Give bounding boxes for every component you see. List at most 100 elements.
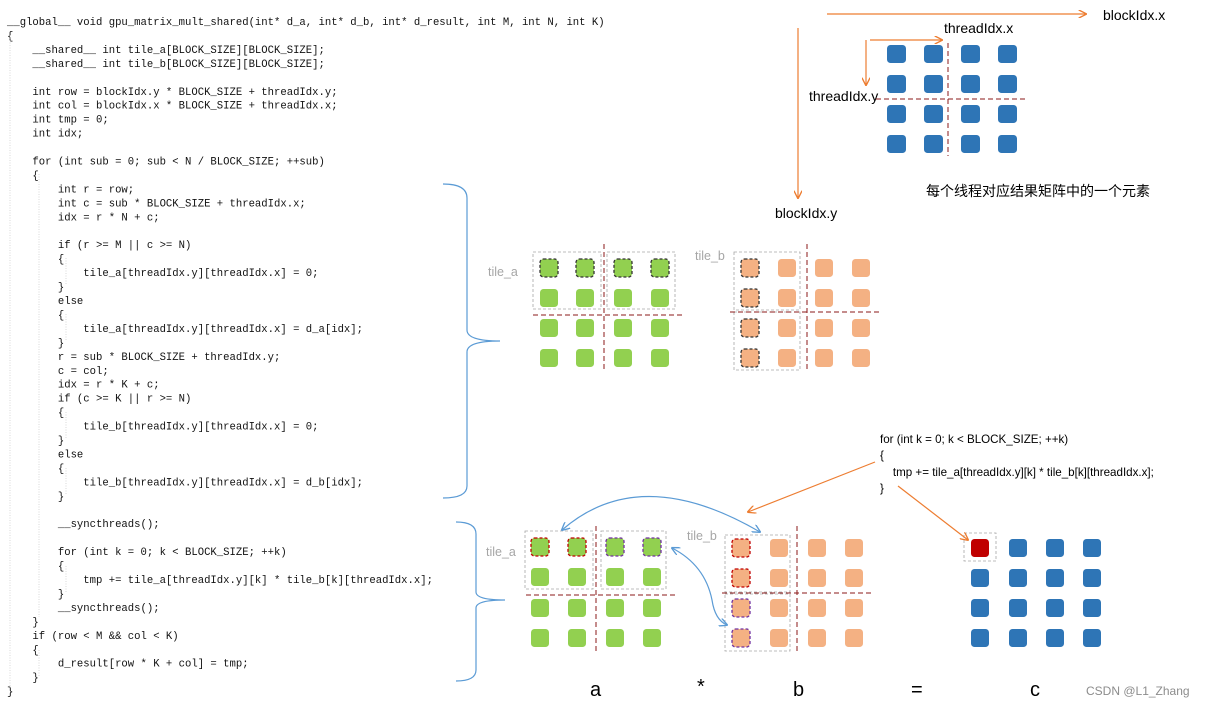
code-line: { xyxy=(7,31,13,43)
a-compute-cell xyxy=(568,629,586,647)
blue-arc-arrow-side xyxy=(672,548,727,625)
a-compute-cell xyxy=(606,629,624,647)
b-load-cell xyxy=(740,288,760,308)
b-load-cell xyxy=(740,258,760,278)
c-cell xyxy=(971,539,989,557)
code-line: tile_b[threadIdx.y][threadIdx.x] = 0; xyxy=(7,422,319,434)
b-load-cell xyxy=(815,319,833,337)
a-compute-cell xyxy=(642,537,662,557)
code-line: for (int sub = 0; sub < N / BLOCK_SIZE; … xyxy=(7,157,325,169)
c-cell xyxy=(1083,539,1101,557)
tile-a-outline-3 xyxy=(524,530,594,590)
code-line: { xyxy=(7,254,64,266)
c-cell xyxy=(1009,629,1027,647)
tile-b-label-1: tile_b xyxy=(695,249,725,263)
b-load-cell xyxy=(778,289,796,307)
b-compute-cell xyxy=(770,599,788,617)
thread-cell xyxy=(998,105,1017,123)
code-line: tile_b[threadIdx.y][threadIdx.x] = d_b[i… xyxy=(7,477,363,489)
b-compute-cell xyxy=(808,629,826,647)
tile-b-label-2: tile_b xyxy=(687,529,717,543)
thread-cell xyxy=(887,45,906,63)
code-line: __shared__ int tile_a[BLOCK_SIZE][BLOCK_… xyxy=(7,45,325,57)
code-line: int r = row; xyxy=(7,184,134,196)
c-cell xyxy=(1046,599,1064,617)
b-load-cell xyxy=(815,259,833,277)
tile-load-diagram: tile_a tile_b xyxy=(488,244,880,372)
thread-cell xyxy=(961,45,980,63)
c-cell xyxy=(1083,629,1101,647)
matrix-a-grid-load xyxy=(539,258,670,367)
a-compute-cell xyxy=(606,599,624,617)
tile-a-outline-1 xyxy=(532,251,602,310)
tile-compute-diagram: tile_a tile_b for (int k = 0; k < BLOCK_… xyxy=(486,433,1154,701)
a-load-cell xyxy=(650,258,670,278)
a-load-cell xyxy=(540,349,558,367)
b-compute-cell xyxy=(845,569,863,587)
blockidx-x-label: blockIdx.x xyxy=(1103,7,1165,23)
code-line: tmp += tile_a[threadIdx.y][k] * tile_b[k… xyxy=(7,575,433,587)
b-compute-cell xyxy=(731,628,751,648)
code-line: { xyxy=(7,463,64,475)
a-compute-cell xyxy=(605,537,625,557)
c-cell xyxy=(971,629,989,647)
a-load-cell xyxy=(576,349,594,367)
code-line: int tmp = 0; xyxy=(7,115,109,127)
b-load-cell xyxy=(852,349,870,367)
loop-to-result-arrow xyxy=(897,485,968,540)
blockidx-y-label: blockIdx.y xyxy=(775,205,837,221)
c-cell xyxy=(1046,569,1064,587)
b-compute-cell xyxy=(731,538,751,558)
code-line: __global__ void gpu_matrix_mult_shared(i… xyxy=(6,17,605,29)
c-cell xyxy=(971,599,989,617)
thread-cell xyxy=(998,45,1017,63)
a-load-cell xyxy=(613,258,633,278)
code-line: idx = r * K + c; xyxy=(7,380,160,392)
tile-a-label-2: tile_a xyxy=(486,545,516,559)
code-line: { xyxy=(7,408,64,420)
code-line: idx = r * N + c; xyxy=(7,212,160,224)
b-load-cell xyxy=(852,259,870,277)
loop-to-tiles-arrow xyxy=(748,461,876,512)
code-line: if (row < M && col < K) xyxy=(7,631,179,643)
matrix-c-grid xyxy=(971,539,1101,647)
thread-element-caption: 每个线程对应结果矩阵中的一个元素 xyxy=(926,183,1150,200)
a-load-cell xyxy=(614,319,632,337)
code-line: { xyxy=(7,170,39,182)
a-load-cell xyxy=(651,349,669,367)
c-cell xyxy=(1009,539,1027,557)
watermark: CSDN @L1_Zhang xyxy=(1086,684,1190,698)
thread-cell xyxy=(998,75,1017,93)
code-line: else xyxy=(7,449,83,461)
matrix-b-grid-load xyxy=(740,258,870,368)
a-compute-cell xyxy=(530,537,550,557)
a-load-cell xyxy=(540,319,558,337)
b-load-cell xyxy=(778,259,796,277)
code-line: } xyxy=(7,673,39,685)
equation-times: * xyxy=(697,676,705,698)
b-compute-cell xyxy=(808,539,826,557)
blue-arc-arrow-top xyxy=(562,495,760,532)
code-line: { xyxy=(7,310,64,322)
code-line: } xyxy=(7,687,13,699)
b-compute-cell xyxy=(808,569,826,587)
code-line: int idx; xyxy=(7,129,83,141)
code-line: tile_a[threadIdx.y][threadIdx.x] = 0; xyxy=(7,268,319,280)
a-compute-cell xyxy=(531,629,549,647)
c-cell xyxy=(1009,569,1027,587)
brace-compute-tile xyxy=(455,521,506,682)
inner-loop-line-1: for (int k = 0; k < BLOCK_SIZE; ++k) xyxy=(880,433,1068,446)
b-compute-cell xyxy=(731,598,751,618)
a-load-cell xyxy=(576,289,594,307)
equation-c: c xyxy=(1030,679,1040,701)
c-cell xyxy=(1083,599,1101,617)
grid-index-diagram: blockIdx.x blockIdx.y threadIdx.x thread… xyxy=(775,7,1165,221)
threadidx-y-label: threadIdx.y xyxy=(809,88,878,104)
a-load-cell xyxy=(539,258,559,278)
tile-a-label-1: tile_a xyxy=(488,265,518,279)
thread-cell xyxy=(961,105,980,123)
a-compute-cell xyxy=(606,568,624,586)
a-load-cell xyxy=(576,319,594,337)
